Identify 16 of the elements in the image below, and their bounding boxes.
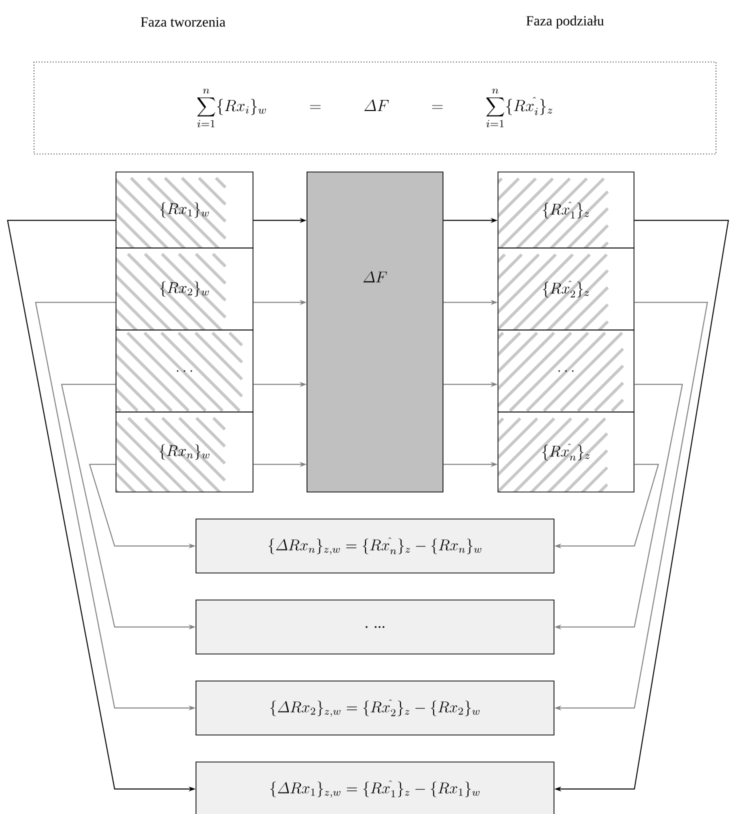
- column-heading: Faza tworzenia: [140, 17, 226, 27]
- hatched-cell: $\{Rx_{2}\}_{w}$: [116, 248, 254, 330]
- difference-box: $\{\mathnormal{\Delta} Rx_{2}\}_{z,w} = \{Rx_{2}^{\hat{}}\}_{z} - \{Rx_{2}\}_{w}$: [196, 680, 554, 736]
- hatched-cell: $\{Rx_{2}^{\hat{}}\}_{z}$: [498, 248, 634, 330]
- hatched-cell: $\{Rx_{1}^{\hat{}}\}_{z}$: [498, 172, 634, 248]
- column-heading: Faza podziału: [526, 16, 604, 28]
- difference-box: $\{\mathnormal{\Delta} Rx_{1}\}_{z,w} = \{Rx_{1}^{\hat{}}\}_{z} - \{Rx_{1}\}_{w}$: [196, 762, 554, 814]
- delta-f-box: $\mathnormal{\Delta} F$: [306, 172, 444, 492]
- hatched-cell: $\{Rx_{n}\}_{w}$: [116, 412, 254, 492]
- formula-box: $\sum_{i=1}^{n}\{Rx_{i}\}_{w}$ $=$ $\mathnormal{\Delta} F$ $=$ $\sum_{i=1}^{n}\{Rx_{i}^{\hat{}}\}_{z}$: [34, 62, 716, 154]
- difference-box: . ...: [196, 600, 554, 654]
- difference-box: $\{\mathnormal{\Delta} Rx_{n}\}_{z,w} = \{Rx_{n}^{\hat{}}\}_{z} - \{Rx_{n}\}_{w}$: [196, 518, 554, 574]
- hatched-cell: $\ldots$: [498, 330, 634, 412]
- hatched-cell: $\ldots$: [116, 330, 254, 412]
- hatched-cell: $\{Rx_{n}^{\hat{}}\}_{z}$: [498, 412, 634, 492]
- hatched-cell: $\{Rx_{1}\}_{w}$: [116, 172, 254, 248]
